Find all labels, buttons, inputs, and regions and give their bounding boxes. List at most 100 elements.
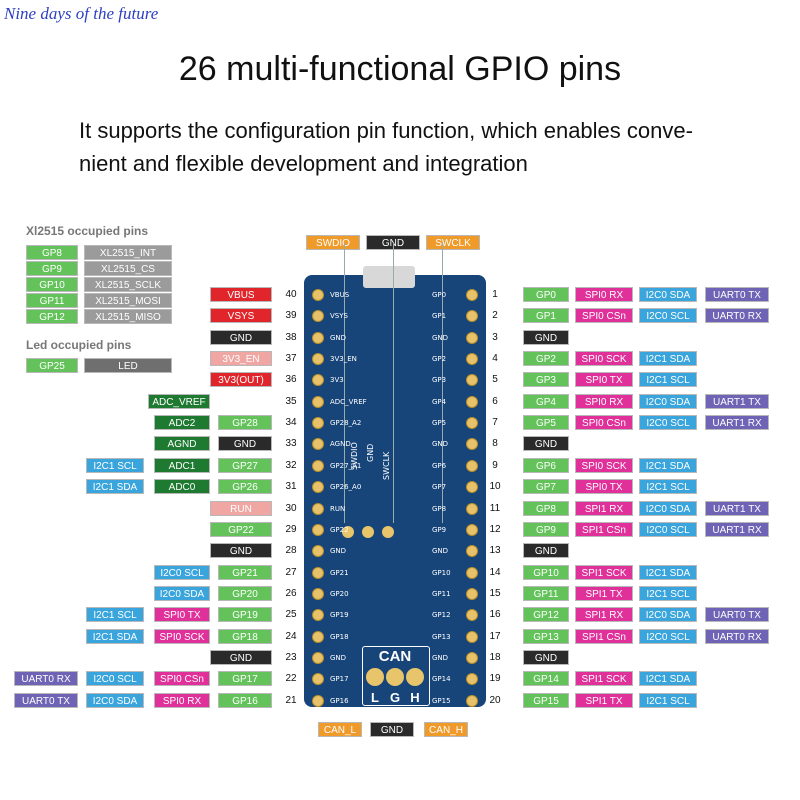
board-label-right-5: GP3 (432, 376, 447, 384)
pin-2-label-gp1: GP1 (523, 308, 569, 323)
left-pin-number-21: 21 (285, 695, 297, 706)
can-letter-l: L (371, 690, 379, 705)
pin-11-label-spi1-rx: SPI1 RX (575, 501, 633, 516)
pin-8-label-gnd: GND (523, 436, 569, 451)
board-label-left-40: VBUS (330, 291, 350, 299)
left-header-pin-25 (312, 609, 324, 621)
pin-10-label-spi0-tx: SPI0 TX (575, 479, 633, 494)
pin-19-label-gp14: GP14 (523, 671, 569, 686)
led-section-title: Led occupied pins (26, 338, 132, 352)
pin-5-label-spi0-tx: SPI0 TX (575, 372, 633, 387)
pin-33-label-gnd: GND (218, 436, 272, 451)
pin-29-label-gp22: GP22 (210, 522, 272, 537)
right-pin-number-15: 15 (489, 588, 501, 599)
left-pin-number-34: 34 (285, 417, 297, 428)
pin-40-label-vbus: VBUS (210, 287, 272, 302)
pin-14-label-spi1-sck: SPI1 SCK (575, 565, 633, 580)
right-header-pin-11 (466, 503, 478, 515)
right-pin-number-17: 17 (489, 631, 501, 642)
left-header-pin-37 (312, 353, 324, 365)
debug-pin-gnd (362, 526, 374, 538)
top-label-swclk: SWCLK (426, 235, 480, 250)
board-label-left-22: GP17 (330, 675, 349, 683)
board-label-right-16: GP12 (432, 611, 451, 619)
right-pin-number-10: 10 (489, 481, 501, 492)
pin-21-label-i2c0-sda: I2C0 SDA (86, 693, 144, 708)
pin-2-label-i2c0-scl: I2C0 SCL (639, 308, 697, 323)
pin-37-label-3v3-en: 3V3_EN (210, 351, 272, 366)
bottom-label-can-l: CAN_L (318, 722, 362, 737)
pin-16-label-i2c0-sda: I2C0 SDA (639, 607, 697, 622)
right-pin-number-4: 4 (492, 353, 498, 364)
pin-25-label-spi0-tx: SPI0 TX (154, 607, 210, 622)
right-pin-number-3: 3 (492, 332, 498, 343)
subtitle: It supports the configuration pin functi… (79, 114, 779, 180)
pin-2-label-spi0-csn: SPI0 CSn (575, 308, 633, 323)
swclk-leader-line (442, 243, 443, 523)
pin-14-label-i2c1-sda: I2C1 SDA (639, 565, 697, 580)
left-pin-number-28: 28 (285, 545, 297, 556)
pin-28-label-gnd: GND (210, 543, 272, 558)
xl-fn-xl2515-cs: XL2515_CS (84, 261, 172, 276)
can-pin-g (386, 668, 404, 686)
board-label-right-11: GP8 (432, 505, 447, 513)
right-pin-number-14: 14 (489, 567, 501, 578)
board-label-right-15: GP11 (432, 590, 451, 598)
right-header-pin-16 (466, 609, 478, 621)
pin-24-label-spi0-sck: SPI0 SCK (154, 629, 210, 644)
board-label-left-29: GP22 (330, 526, 349, 534)
board-label-right-1: GP0 (432, 291, 447, 299)
pico-board (304, 275, 486, 707)
pin-7-label-i2c0-scl: I2C0 SCL (639, 415, 697, 430)
swdio-leader-line (344, 243, 345, 523)
board-label-right-10: GP7 (432, 483, 447, 491)
left-header-pin-27 (312, 567, 324, 579)
board-label-left-25: GP19 (330, 611, 349, 619)
pin-10-label-i2c1-scl: I2C1 SCL (639, 479, 697, 494)
pin-20-label-i2c1-scl: I2C1 SCL (639, 693, 697, 708)
right-header-pin-20 (466, 695, 478, 707)
right-header-pin-4 (466, 353, 478, 365)
left-pin-number-25: 25 (285, 609, 297, 620)
can-letter-g: G (389, 690, 401, 705)
pin-22-label-gp17: GP17 (218, 671, 272, 686)
right-pin-number-16: 16 (489, 609, 501, 620)
pin-27-label-gp21: GP21 (218, 565, 272, 580)
left-pin-number-30: 30 (285, 503, 297, 514)
xl-fn-xl2515-miso: XL2515_MISO (84, 309, 172, 324)
subtitle-line-1: It supports the configuration pin functi… (79, 118, 693, 143)
pin-1-label-spi0-rx: SPI0 RX (575, 287, 633, 302)
board-label-left-36: 3V3 (330, 376, 344, 384)
xl-gp-gp9: GP9 (26, 261, 78, 276)
pin-31-label-adc0: ADC0 (154, 479, 210, 494)
pin-17-label-i2c0-scl: I2C0 SCL (639, 629, 697, 644)
pin-16-label-spi1-rx: SPI1 RX (575, 607, 633, 622)
pin-24-label-i2c1-sda: I2C1 SDA (86, 629, 144, 644)
board-debug-swclk: SWCLK (382, 451, 391, 480)
bottom-label-can-h: CAN_H (424, 722, 468, 737)
board-label-right-19: GP14 (432, 675, 451, 683)
pin-21-label-uart0-tx: UART0 TX (14, 693, 78, 708)
right-header-pin-9 (466, 460, 478, 472)
right-header-pin-3 (466, 332, 478, 344)
pin-6-label-spi0-rx: SPI0 RX (575, 394, 633, 409)
board-label-right-6: GP4 (432, 398, 447, 406)
xl-fn-xl2515-int: XL2515_INT (84, 245, 172, 260)
pin-1-label-i2c0-sda: I2C0 SDA (639, 287, 697, 302)
can-pin-l (366, 668, 384, 686)
left-header-pin-26 (312, 588, 324, 600)
pin-21-label-gp16: GP16 (218, 693, 272, 708)
right-pin-number-6: 6 (492, 396, 498, 407)
right-header-pin-12 (466, 524, 478, 536)
right-pin-number-18: 18 (489, 652, 501, 663)
pin-13-label-gnd: GND (523, 543, 569, 558)
pin-10-label-gp7: GP7 (523, 479, 569, 494)
pin-4-label-gp2: GP2 (523, 351, 569, 366)
right-pin-number-1: 1 (492, 289, 498, 300)
led-fn-label: LED (84, 358, 172, 373)
pin-19-label-spi1-sck: SPI1 SCK (575, 671, 633, 686)
left-pin-number-40: 40 (285, 289, 297, 300)
left-pin-number-38: 38 (285, 332, 297, 343)
pin-33-label-agnd: AGND (154, 436, 210, 451)
pin-1-label-uart0-tx: UART0 TX (705, 287, 769, 302)
